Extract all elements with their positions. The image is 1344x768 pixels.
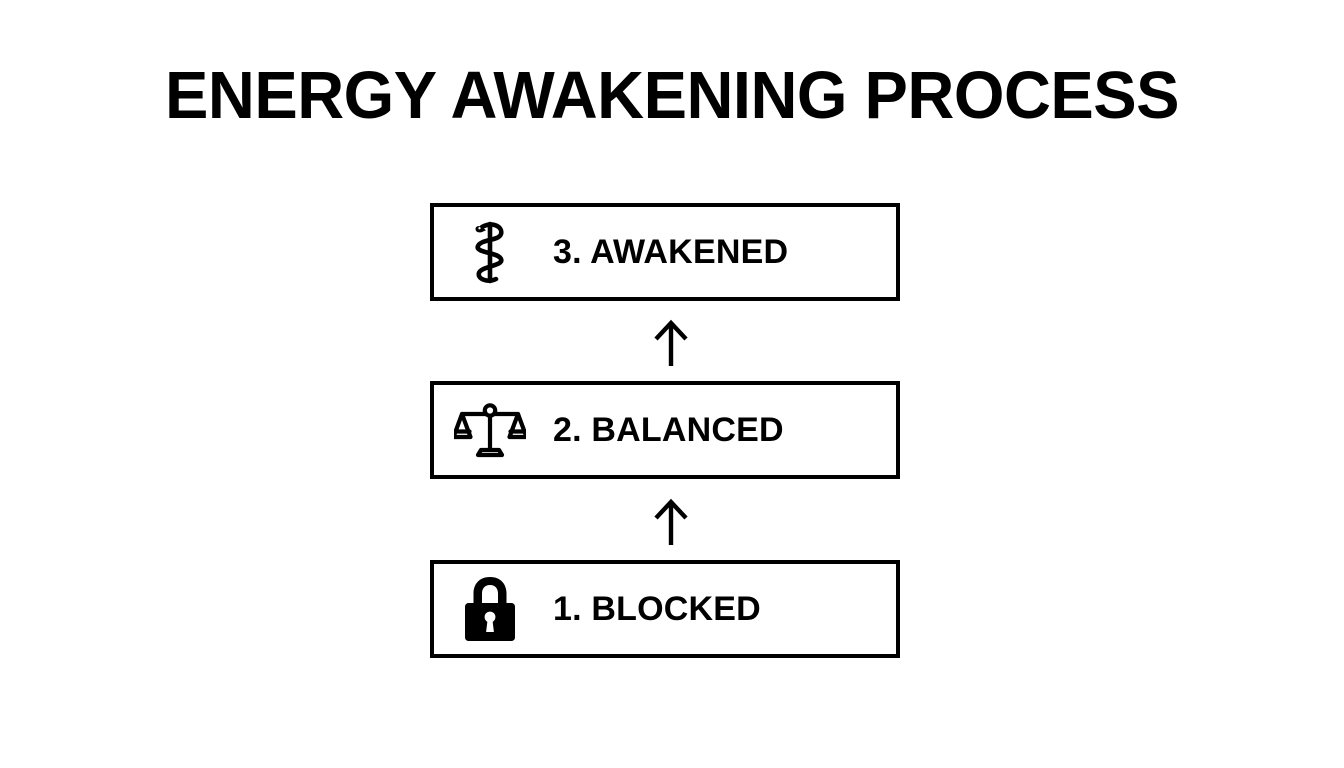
step-label-balanced: 2. BALANCED bbox=[553, 410, 784, 449]
rod-of-asclepius-icon bbox=[453, 215, 527, 289]
step-label-awakened: 3. AWAKENED bbox=[553, 232, 789, 271]
page-title: ENERGY AWAKENING PROCESS bbox=[165, 58, 1179, 133]
arrow-up-icon-balanced-to-awakened bbox=[646, 317, 696, 369]
step-label-blocked: 1. BLOCKED bbox=[553, 589, 761, 628]
balance-scales-icon bbox=[453, 393, 527, 467]
padlock-icon bbox=[453, 572, 527, 646]
step-box-balanced[interactable]: 2. BALANCED bbox=[430, 381, 900, 479]
arrow-up-icon-blocked-to-balanced bbox=[646, 496, 696, 548]
step-box-awakened[interactable]: 3. AWAKENED bbox=[430, 203, 900, 301]
step-box-blocked[interactable]: 1. BLOCKED bbox=[430, 560, 900, 658]
